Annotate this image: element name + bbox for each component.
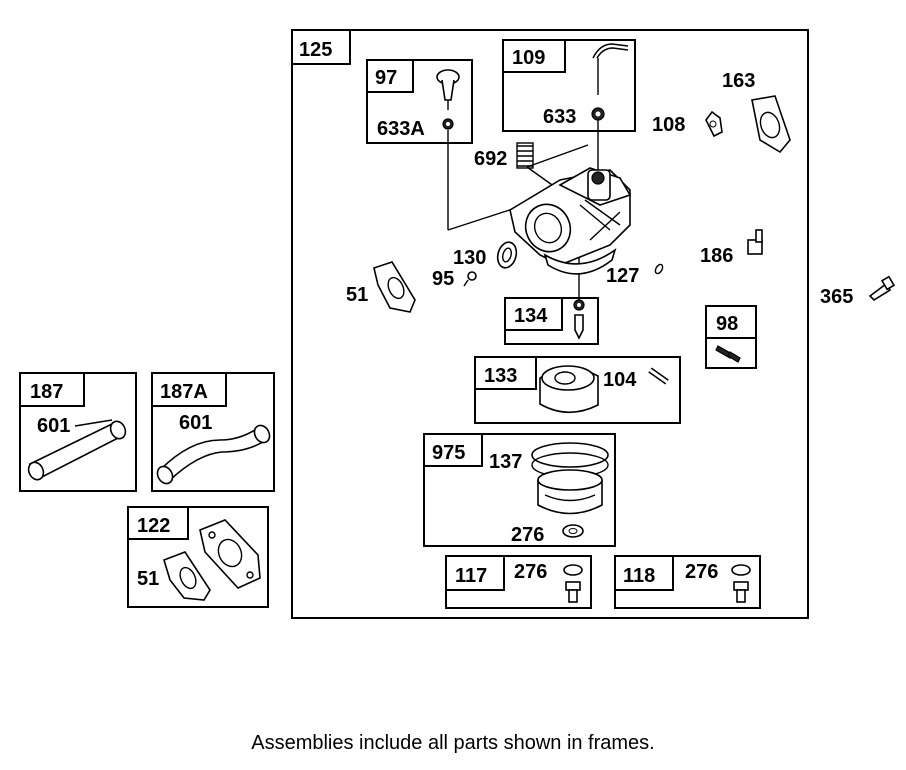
screw-95-icon: 95 [432,268,477,290]
primer-bulb-icon [436,69,460,130]
pin-104-icon [648,367,669,385]
part-108-label: 108 [652,114,685,136]
part-633a-label: 633A [377,118,425,140]
part-163-label: 163 [722,70,755,92]
fuel-line-187-icon [27,420,127,481]
spring-692-icon: 692 [474,142,534,170]
part-692-label: 692 [474,148,507,170]
frame-122-label: 122 [137,515,170,537]
part-130-label: 130 [453,247,486,269]
bolt-117-icon [563,564,583,603]
frame-117: 117 276 [445,555,592,609]
frame-122: 122 51 [127,506,269,608]
gasket-51-icon: 51 [346,261,416,313]
part-130: 130 [453,241,518,269]
needle-valve-icon [573,299,585,340]
frame-109: 109 633 [502,39,636,132]
fitting-186-icon: 186 [700,229,763,267]
frame-187: 187 601 [19,372,137,492]
part-276-117-label: 276 [514,561,547,583]
part-108: 108 [652,110,723,138]
frame-975-label: 975 [432,442,465,464]
part-186-label: 186 [700,245,733,267]
frame-118-label: 118 [623,565,655,587]
spacer-122-icon [199,519,261,589]
screw-365-icon: 365 [820,275,896,308]
frame-134-label: 134 [514,305,548,327]
part-127-label: 127 [606,265,639,287]
fuel-line-fitting-icon [591,43,629,121]
part-104-label: 104 [603,369,637,391]
screw-98-icon [715,345,741,363]
frame-97: 97 633A [366,59,473,144]
frame-125-label: 125 [299,39,332,61]
part-633-label: 633 [543,106,576,128]
part-276-975-label: 276 [511,524,544,546]
part-95-label: 95 [432,268,454,290]
footer-note: Assemblies include all parts shown in fr… [251,732,655,754]
part-601-187a-label: 601 [179,412,212,434]
frame-117-label: 117 [455,565,487,587]
frame-133-label: 133 [484,365,517,387]
float-133-icon [539,365,599,414]
frame-98: 98 [705,305,757,369]
frame-133: 133 104 [474,356,681,424]
frame-187-label: 187 [30,381,63,403]
frame-134: 134 [504,297,599,345]
gasket-163-icon: 163 [722,70,791,154]
part-365-label: 365 [820,286,853,308]
frame-98-label: 98 [716,313,738,335]
part-51-122-label: 51 [137,568,159,590]
frame-109-label: 109 [512,47,545,69]
frame-187a: 187A 601 [151,372,275,492]
float-bowl-975-icon [531,442,609,515]
gasket-51-122-icon [163,551,211,601]
frame-97-label: 97 [375,67,397,89]
fuel-line-187a-icon [156,424,271,485]
washer-276-icon [562,524,584,538]
frame-125: 125 [291,29,809,619]
o-ring-127-icon: 127 [606,263,664,287]
carburetor-body-icon [509,167,632,275]
part-276-118-label: 276 [685,561,718,583]
part-51-main-label: 51 [346,284,368,306]
part-137-label: 137 [489,451,522,473]
part-601-187-label: 601 [37,415,70,437]
bolt-118-icon [731,564,751,603]
frame-187a-label: 187A [160,381,208,403]
frame-975: 975 137 276 [423,433,616,547]
frame-118: 118 276 [614,555,761,609]
